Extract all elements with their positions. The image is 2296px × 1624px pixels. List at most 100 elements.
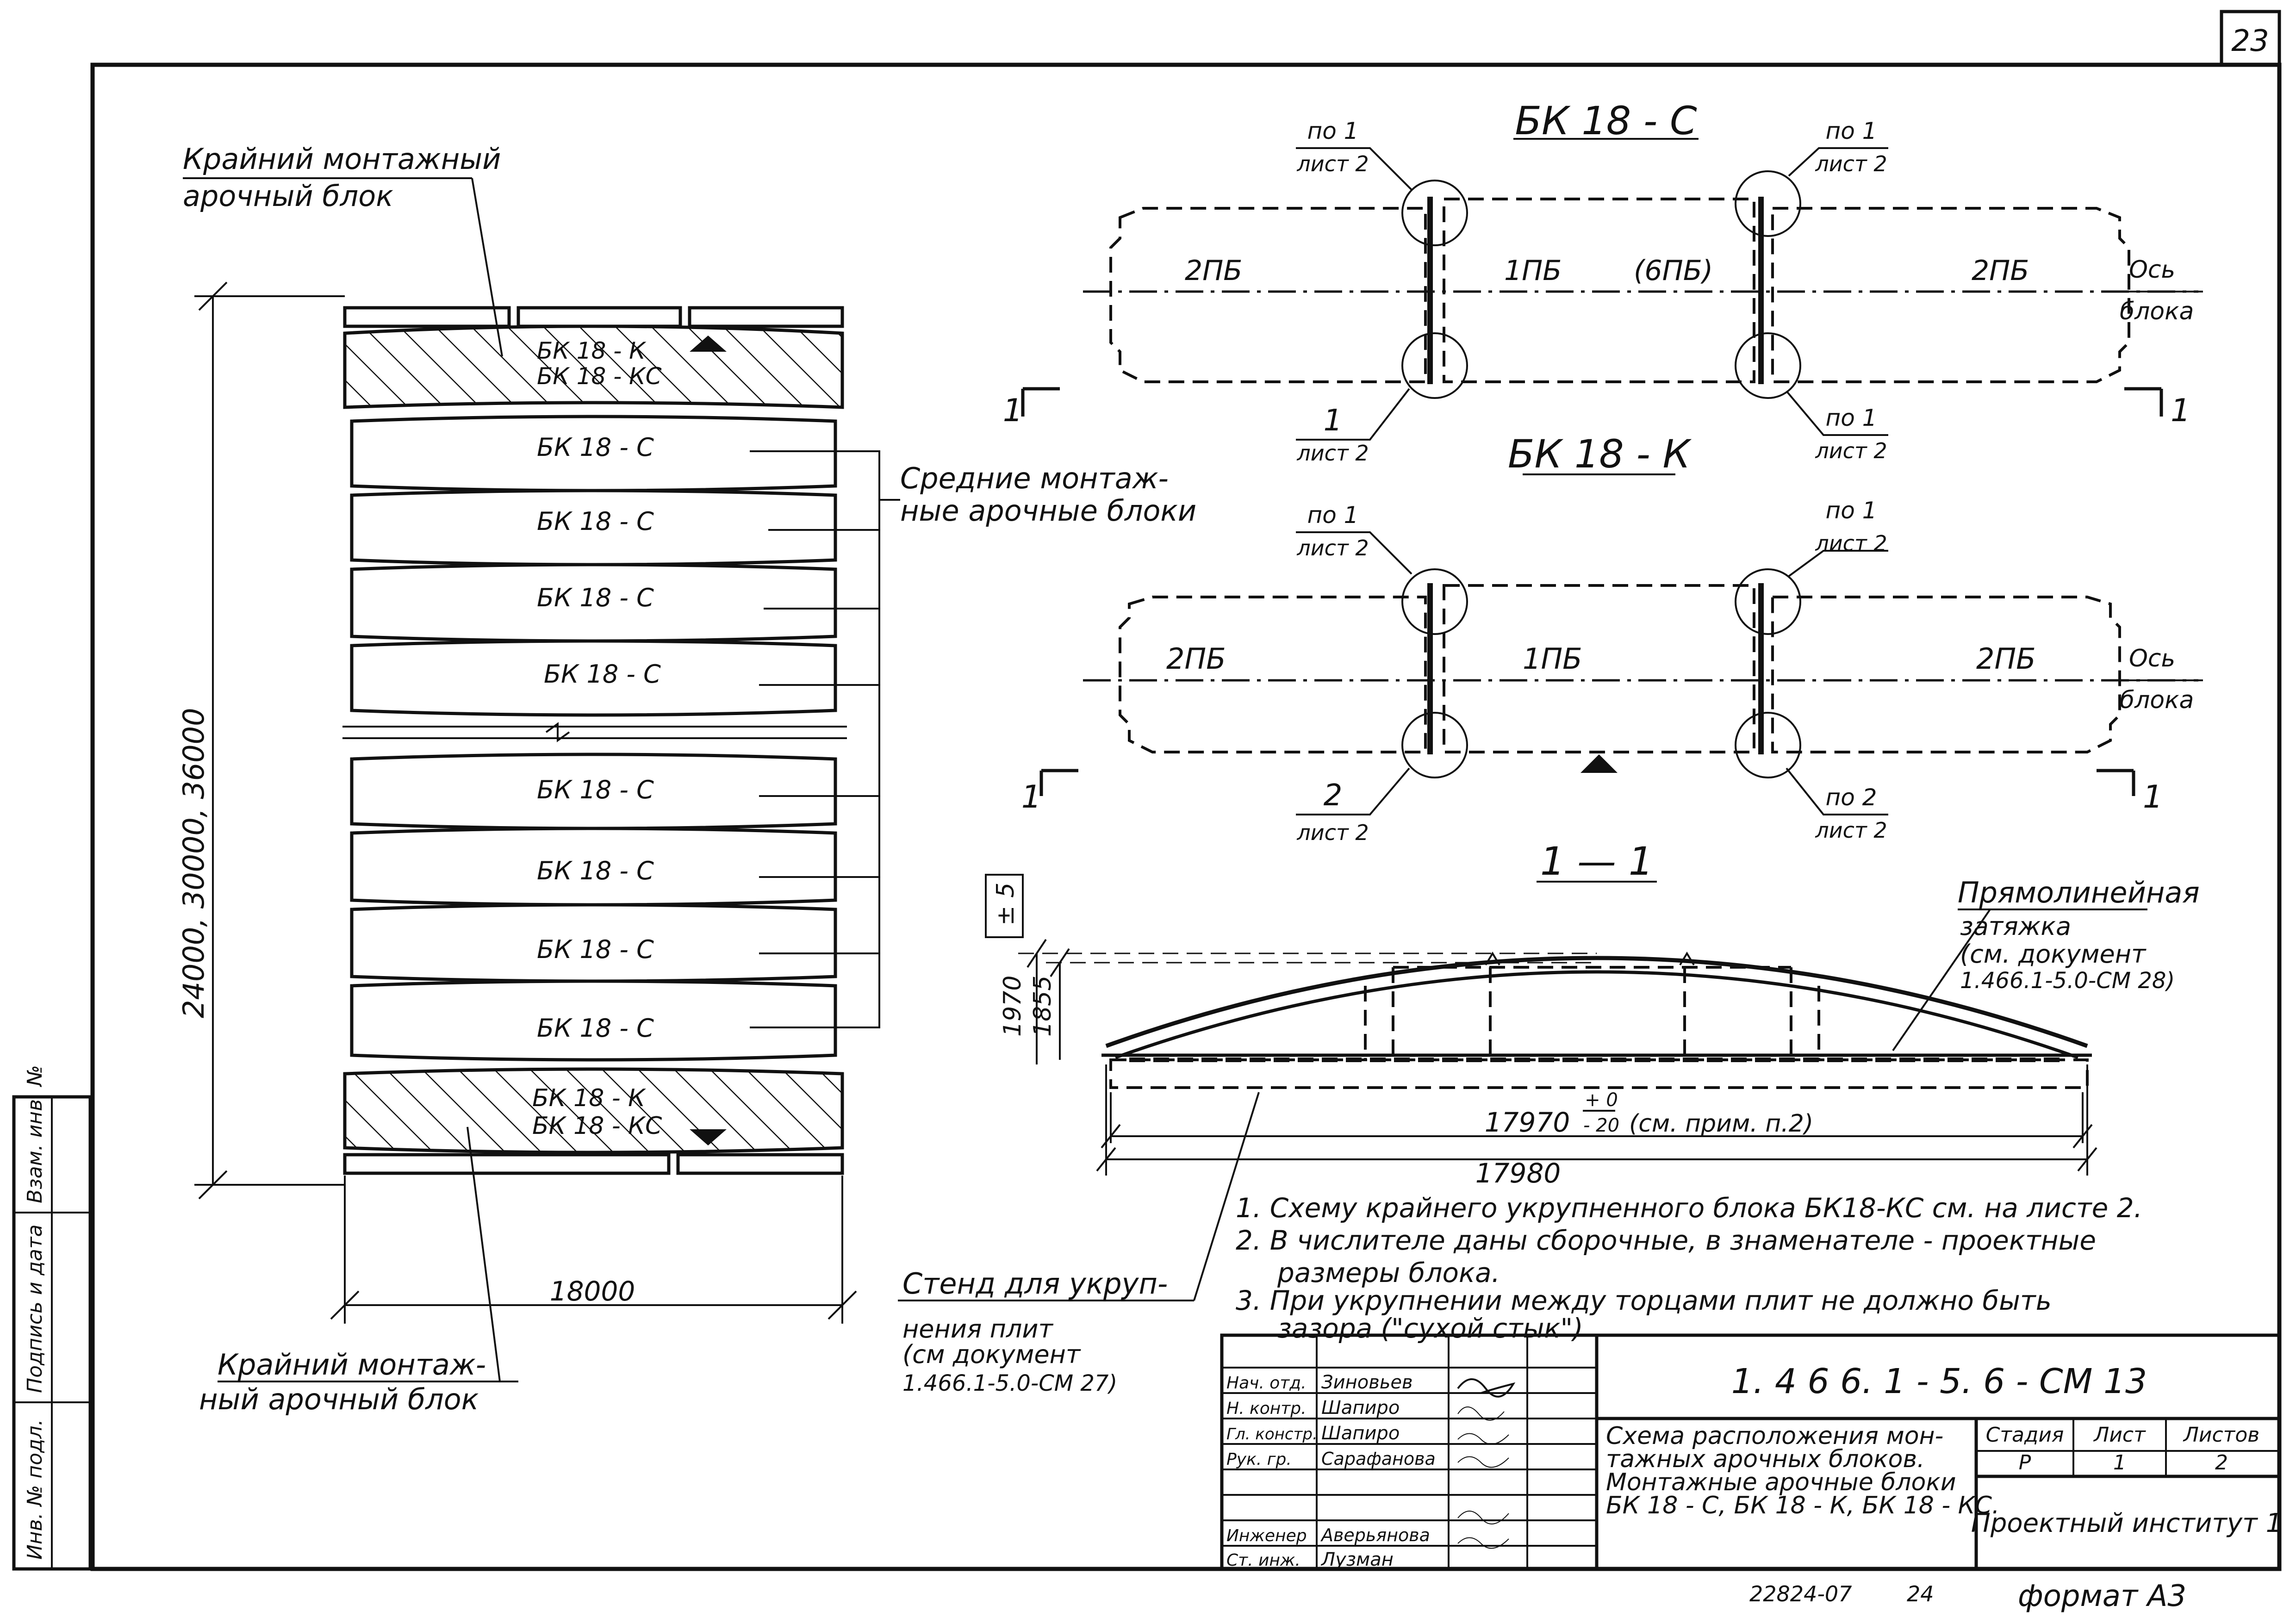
- stage-head: Стадия: [1986, 1423, 2064, 1447]
- edge-block-bottom-1: БК 18 - К: [532, 1084, 646, 1112]
- axis-label-k-2: блока: [2120, 686, 2194, 714]
- organization: Проектный институт 1: [1971, 1508, 2282, 1538]
- name-6: Аверьянова: [1320, 1525, 1430, 1545]
- sheets-value: 2: [2215, 1451, 2228, 1475]
- panel-c-3: (6ПБ): [1634, 255, 1713, 287]
- stand-label-3: (см документ: [902, 1340, 1081, 1369]
- section-1-1: [898, 874, 2147, 1301]
- note-1: 1. Схему крайнего укрупненного блока БК1…: [1236, 1192, 2142, 1224]
- middle-block-1: БК 18 - С: [537, 433, 654, 462]
- middle-block-8: БК 18 - С: [537, 1014, 654, 1043]
- name-7: Лузман: [1320, 1549, 1394, 1570]
- callout-k-1-num: по 1: [1307, 502, 1359, 529]
- tie-label-2: затяжка: [1960, 912, 2071, 941]
- left-plan: [183, 177, 900, 1382]
- callout-k-1-sheet: лист 2: [1296, 535, 1369, 560]
- edge-block-bottom-2: БК 18 - КС: [532, 1112, 662, 1140]
- height-dim-1: 1970: [999, 976, 1027, 1037]
- callout-k-3-sheet: лист 2: [1296, 820, 1369, 845]
- footer-page: 24: [1907, 1581, 1934, 1606]
- callout-c-4-sheet: лист 2: [1815, 438, 1887, 463]
- sheets-head: Листов: [2183, 1423, 2259, 1447]
- sheet-head: Лист: [2093, 1423, 2146, 1447]
- tie-label-1: Прямолинейная: [1958, 876, 2200, 909]
- middle-block-3: БК 18 - С: [537, 583, 654, 612]
- bottom-edge-label-1: Крайний монтаж-: [218, 1348, 486, 1381]
- title-line-3: Монтажные арочные блоки: [1606, 1468, 1956, 1496]
- sheet-frame: [90, 10, 2282, 1571]
- marker-triangle-down: [690, 1129, 727, 1145]
- callout-c-1-num: по 1: [1307, 118, 1359, 144]
- note-2: 2. В числителе даны сборочные, в знамена…: [1236, 1225, 2096, 1256]
- panel-k-2: 1ПБ: [1523, 642, 1582, 676]
- role-1: Нач. отд.: [1226, 1374, 1307, 1393]
- section-title: 1 — 1: [1540, 839, 1653, 884]
- height-dim-2: 1855: [1029, 976, 1057, 1037]
- view-k-title: БК 18 - К: [1508, 431, 1692, 477]
- note-3: 3. При укрупнении между торцами плит не …: [1236, 1285, 2052, 1316]
- middle-blocks-lower: [350, 753, 837, 1062]
- span-note: (см. прим. п.2): [1629, 1110, 1813, 1138]
- callout-c-2-sheet: лист 2: [1815, 151, 1887, 176]
- span-dim-1: 17970: [1485, 1107, 1570, 1138]
- stamp-sign-date: Подпись и дата: [23, 1225, 47, 1393]
- view-bk18c: [1021, 138, 2203, 441]
- panel-c-2: 1ПБ: [1504, 255, 1562, 287]
- top-edge-label-2: арочный блок: [183, 179, 393, 213]
- name-1: Зиновьев: [1321, 1372, 1413, 1393]
- tie-label-4: 1.466.1-5.0-СМ 28): [1960, 968, 2175, 994]
- callout-k-4-sheet: лист 2: [1815, 818, 1887, 843]
- name-4: Сарафанова: [1321, 1449, 1436, 1469]
- stamp-replace-inv: Взам. инв. №: [23, 1065, 47, 1203]
- panel-c-1: 2ПБ: [1185, 255, 1242, 287]
- footer-order: 22824-07: [1749, 1581, 1852, 1606]
- tol-plus: + 0: [1585, 1089, 1618, 1111]
- marker-triangle-k: [1580, 754, 1618, 773]
- role-3: Гл. констр.: [1226, 1425, 1318, 1444]
- middle-label-2: ные арочные блоки: [900, 494, 1196, 528]
- callout-c-4-num: по 1: [1826, 404, 1877, 431]
- top-edge-label-1: Крайний монтажный: [183, 142, 501, 176]
- role-2: Н. контр.: [1226, 1399, 1307, 1418]
- axis-label-c-2: блока: [2120, 298, 2194, 325]
- callout-k-2-sheet: лист 2: [1815, 531, 1887, 556]
- middle-block-7: БК 18 - С: [537, 935, 654, 964]
- section-mark-k-right: 1: [2143, 779, 2163, 815]
- middle-block-5: БК 18 - С: [537, 775, 654, 804]
- note-2-cont: размеры блока.: [1277, 1257, 1500, 1288]
- callout-c-3-num: 1: [1324, 404, 1343, 438]
- edge-block-top-1: БК 18 - К: [537, 337, 647, 364]
- callout-k-2-num: по 1: [1826, 497, 1877, 524]
- panel-k-1: 2ПБ: [1166, 642, 1226, 676]
- sheet-value: 1: [2113, 1451, 2126, 1475]
- name-3: Шапиро: [1321, 1423, 1400, 1444]
- span-dim-2: 17980: [1475, 1157, 1561, 1189]
- middle-block-2: БК 18 - С: [537, 507, 654, 536]
- note-3-cont: зазора ("сухой стык"): [1277, 1313, 1583, 1344]
- panel-k-3: 2ПБ: [1976, 642, 2036, 676]
- stage-value: Р: [2019, 1451, 2031, 1475]
- stand-label-2: нения плит: [902, 1314, 1053, 1344]
- role-6: Инженер: [1226, 1526, 1307, 1545]
- callout-c-3-sheet: лист 2: [1296, 441, 1369, 466]
- middle-blocks-upper: [350, 415, 837, 717]
- edge-block-top-2: БК 18 - КС: [537, 363, 662, 390]
- view-c-title: БК 18 - С: [1515, 98, 1697, 143]
- role-4: Рук. гр.: [1226, 1450, 1292, 1469]
- title-line-4: БК 18 - С, БК 18 - К, БК 18 - КС.: [1606, 1492, 1999, 1519]
- title-line-1: Схема расположения мон-: [1606, 1422, 1943, 1450]
- side-stamp: Инв. № подл. Подпись и дата Взам. инв. №: [12, 1065, 92, 1571]
- tie-label-3: (см. документ: [1960, 940, 2147, 969]
- section-mark-c-left: 1: [1003, 392, 1023, 429]
- middle-block-6: БК 18 - С: [537, 856, 654, 885]
- tolerance: ± 5: [992, 883, 1020, 926]
- callout-k-3-num: 2: [1324, 778, 1343, 813]
- stand-label-4: 1.466.1-5.0-СМ 27): [902, 1370, 1117, 1396]
- stamp-inv-no: Инв. № подл.: [23, 1419, 47, 1560]
- bottom-edge-label-2: ный арочный блок: [199, 1382, 479, 1416]
- callout-c-2-num: по 1: [1826, 118, 1877, 144]
- stand-label-1: Стенд для укруп-: [902, 1267, 1168, 1300]
- callout-c-1-sheet: лист 2: [1296, 151, 1369, 176]
- title-block: [1220, 1333, 2281, 1571]
- doc-code: 1. 4 6 6. 1 - 5. 6 - СМ 13: [1731, 1362, 2147, 1401]
